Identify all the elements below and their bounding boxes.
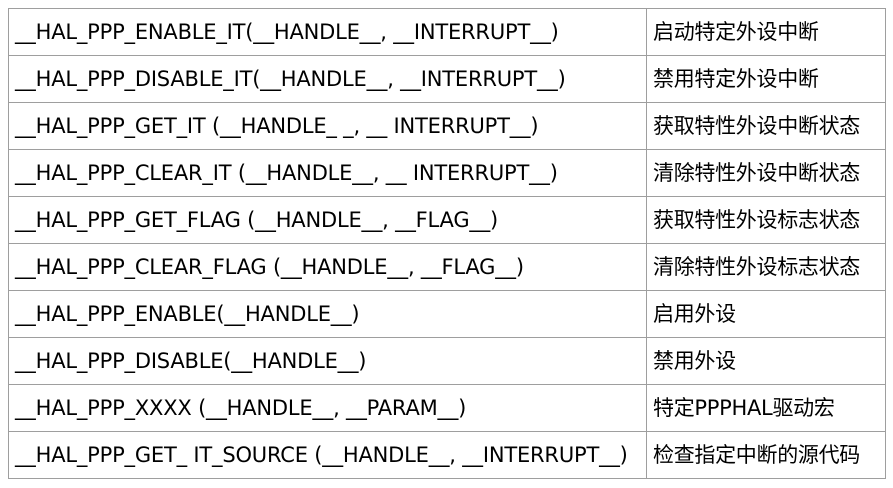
macro-cell: __HAL_PPP_GET_IT (__HANDLE_ _, __ INTERR… bbox=[8, 102, 647, 150]
table-row: __HAL_PPP_CLEAR_FLAG (__HANDLE__, __FLAG… bbox=[8, 243, 886, 291]
macro-cell: __HAL_PPP_CLEAR_FLAG (__HANDLE__, __FLAG… bbox=[8, 243, 647, 291]
macro-cell: __HAL_PPP_DISABLE_IT(__HANDLE__, __INTER… bbox=[8, 55, 647, 103]
description-cell: 清除特性外设中断状态 bbox=[646, 149, 886, 197]
table-row: __HAL_PPP_ENABLE(__HANDLE__) 启用外设 bbox=[8, 290, 886, 338]
hal-macro-table: __HAL_PPP_ENABLE_IT(__HANDLE__, __INTERR… bbox=[8, 8, 886, 479]
macro-cell: __HAL_PPP_XXXX (__HANDLE__, __PARAM__) bbox=[8, 384, 647, 432]
macro-cell: __HAL_PPP_GET_ IT_SOURCE (__HANDLE__, __… bbox=[8, 431, 647, 479]
description-cell: 禁用外设 bbox=[646, 337, 886, 385]
description-cell: 启动特定外设中断 bbox=[646, 8, 886, 56]
description-cell: 获取特性外设标志状态 bbox=[646, 196, 886, 244]
description-cell: 检查指定中断的源代码 bbox=[646, 431, 886, 479]
description-cell: 获取特性外设中断状态 bbox=[646, 102, 886, 150]
macro-cell: __HAL_PPP_ENABLE(__HANDLE__) bbox=[8, 290, 647, 338]
table-row: __HAL_PPP_DISABLE(__HANDLE__) 禁用外设 bbox=[8, 337, 886, 385]
table-row: __HAL_PPP_XXXX (__HANDLE__, __PARAM__) 特… bbox=[8, 384, 886, 432]
macro-cell: __HAL_PPP_GET_FLAG (__HANDLE__, __FLAG__… bbox=[8, 196, 647, 244]
macro-cell: __HAL_PPP_ENABLE_IT(__HANDLE__, __INTERR… bbox=[8, 8, 647, 56]
table-row: __HAL_PPP_GET_ IT_SOURCE (__HANDLE__, __… bbox=[8, 431, 886, 479]
hal-macro-table-container: __HAL_PPP_ENABLE_IT(__HANDLE__, __INTERR… bbox=[8, 8, 886, 479]
description-cell: 特定PPPHAL驱动宏 bbox=[646, 384, 886, 432]
table-row: __HAL_PPP_GET_IT (__HANDLE_ _, __ INTERR… bbox=[8, 102, 886, 150]
macro-cell: __HAL_PPP_DISABLE(__HANDLE__) bbox=[8, 337, 647, 385]
table-row: __HAL_PPP_ENABLE_IT(__HANDLE__, __INTERR… bbox=[8, 8, 886, 56]
description-cell: 清除特性外设标志状态 bbox=[646, 243, 886, 291]
macro-cell: __HAL_PPP_CLEAR_IT (__HANDLE__, __ INTER… bbox=[8, 149, 647, 197]
description-cell: 禁用特定外设中断 bbox=[646, 55, 886, 103]
hal-macro-table-body: __HAL_PPP_ENABLE_IT(__HANDLE__, __INTERR… bbox=[8, 8, 886, 479]
description-cell: 启用外设 bbox=[646, 290, 886, 338]
table-row: __HAL_PPP_DISABLE_IT(__HANDLE__, __INTER… bbox=[8, 55, 886, 103]
table-row: __HAL_PPP_CLEAR_IT (__HANDLE__, __ INTER… bbox=[8, 149, 886, 197]
table-row: __HAL_PPP_GET_FLAG (__HANDLE__, __FLAG__… bbox=[8, 196, 886, 244]
